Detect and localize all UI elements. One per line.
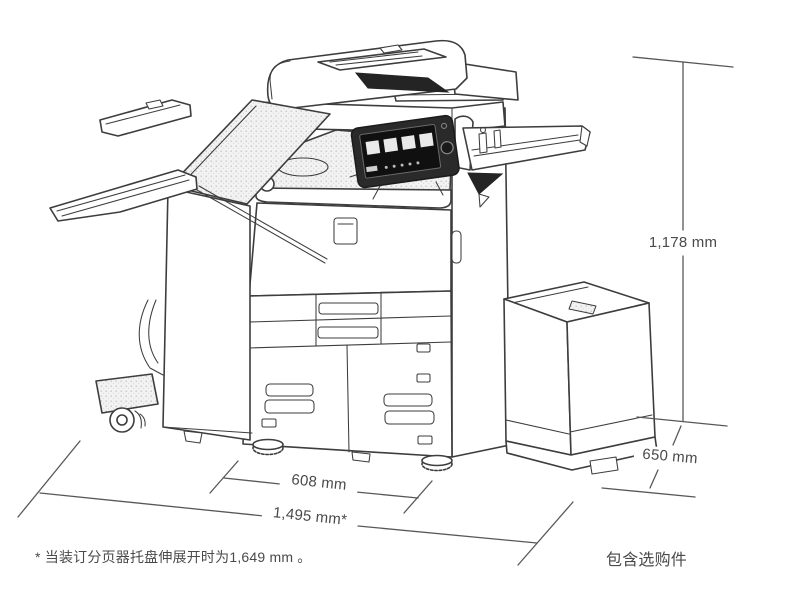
caster-wheel [109, 407, 146, 433]
sensor-dot [441, 122, 448, 129]
options-included-note: 包含选购件 [604, 551, 690, 571]
adjustable-foot [252, 438, 284, 456]
app-icon [383, 137, 399, 153]
adf-opening-shadow [354, 72, 450, 93]
foot [351, 451, 371, 463]
dimension-height [632, 56, 734, 427]
adjustable-foot [421, 454, 453, 472]
control-panel [350, 114, 460, 189]
side-handle [451, 230, 462, 264]
foot [589, 456, 619, 475]
height-dimension-label: 1,178 mm [637, 234, 729, 252]
adf [266, 39, 519, 110]
document-tray [317, 48, 447, 71]
cassette-handle [264, 399, 315, 414]
large-capacity-tray [503, 281, 658, 475]
app-icon [419, 132, 434, 148]
bypass-tray [454, 115, 591, 195]
app-icon [401, 135, 416, 150]
finisher-top [169, 99, 331, 205]
side-fold-mark [478, 193, 490, 208]
dimension-body-width [209, 460, 433, 514]
paper-size-label [416, 343, 431, 353]
panel-arm [372, 181, 444, 200]
tray-rod [196, 185, 328, 264]
tray-label [568, 300, 597, 315]
finisher [49, 99, 331, 444]
paper-size-label [416, 373, 431, 383]
cassette-handle [384, 410, 435, 425]
foot-bracket [138, 299, 164, 376]
app-icon [365, 140, 381, 155]
paper-guide [493, 129, 502, 149]
tray-shadow [467, 172, 504, 195]
paper-drawers [242, 290, 453, 472]
cassette-handle [383, 393, 433, 407]
paper-size-label [261, 418, 277, 428]
tray-handle [318, 302, 379, 315]
foot [183, 430, 203, 444]
home-button [440, 141, 454, 155]
front-door [248, 202, 452, 297]
output-tray-lower [49, 169, 198, 222]
stabilizer-foot [95, 373, 159, 414]
brand-badge [333, 217, 358, 245]
dimension-overall-width [17, 440, 574, 566]
dimension-depth [601, 425, 696, 498]
paper-size-label [417, 435, 433, 445]
tray-handle [317, 326, 379, 339]
cassette-handle [265, 383, 314, 397]
output-tray-upper [99, 99, 192, 137]
paper-guide [478, 132, 488, 154]
footnote-text: * 当装订分页器托盘伸展开时为1,649 mm 。 [33, 549, 314, 566]
